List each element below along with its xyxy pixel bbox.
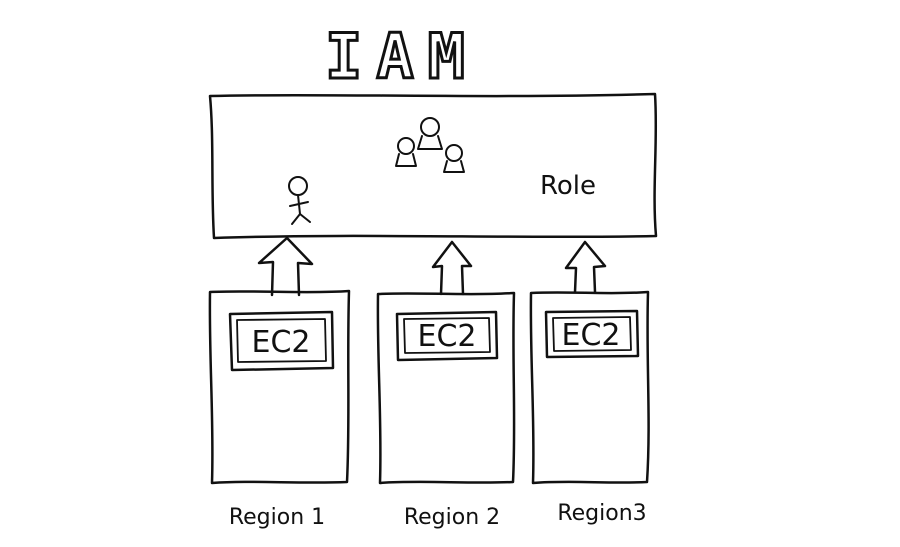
arrow-region-1 bbox=[257, 236, 314, 297]
region-2-ec2-label: EC2 bbox=[418, 319, 477, 354]
arrow-region-3 bbox=[564, 240, 607, 294]
region-1: EC2 Region 1 bbox=[208, 289, 351, 530]
region-1-ec2-label: EC2 bbox=[252, 325, 311, 360]
diagram-title: IAM bbox=[325, 20, 479, 93]
region-2-label: Region 2 bbox=[404, 505, 500, 530]
region-3: EC2 Region3 bbox=[529, 290, 650, 526]
region-3-ec2-label: EC2 bbox=[562, 318, 621, 353]
group-icon bbox=[395, 117, 465, 173]
region-2-box bbox=[376, 291, 516, 485]
region-2: EC2 Region 2 bbox=[376, 291, 516, 530]
region-2-ec2-box bbox=[395, 310, 499, 362]
region-1-box bbox=[208, 289, 351, 485]
user-icon bbox=[288, 176, 311, 225]
region-3-ec2-box bbox=[544, 309, 640, 359]
region-3-label: Region3 bbox=[557, 501, 646, 526]
arrow-region-2 bbox=[431, 240, 473, 296]
region-1-ec2-box bbox=[228, 310, 335, 372]
role-label: Role bbox=[540, 171, 596, 201]
iam-box bbox=[208, 92, 658, 240]
region-1-label: Region 1 bbox=[229, 505, 325, 530]
region-3-box bbox=[529, 290, 650, 485]
